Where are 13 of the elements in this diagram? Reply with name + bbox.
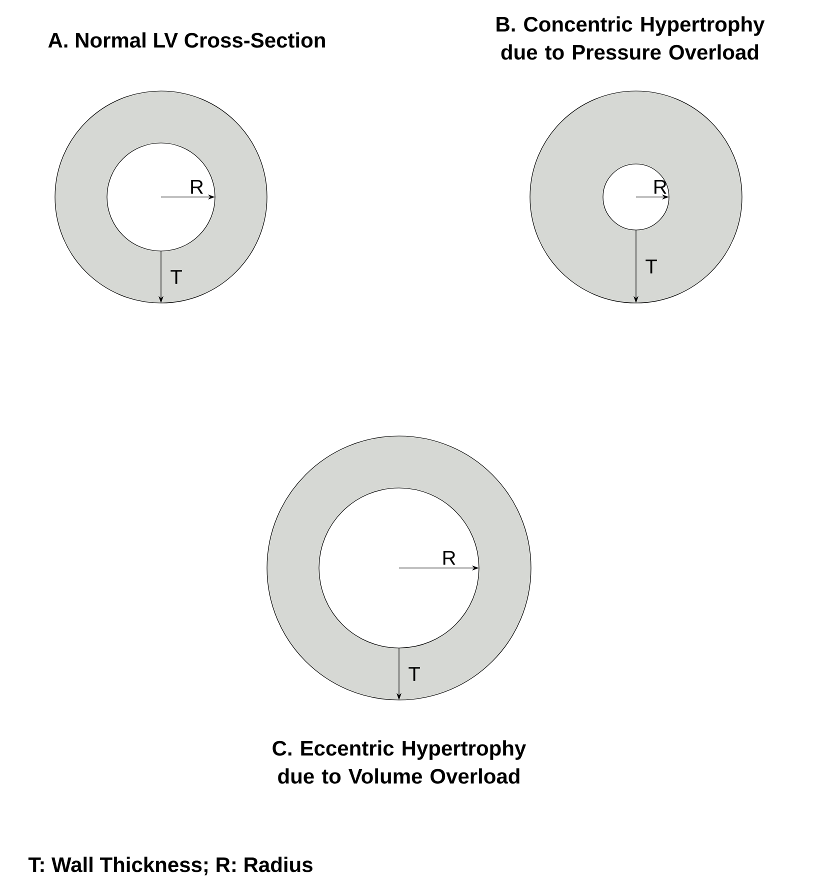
dimension-label: T [170,270,182,284]
ring-drawing [54,90,268,304]
ring-drawing [266,436,532,700]
panel-title: A. Normal LV Cross-Section [48,32,325,48]
panel-title: B. Concentric Hypertrophy due to Pressure Overload [496,16,765,60]
ring-drawing [530,90,742,304]
dimension-label: R [191,180,203,194]
dimension-label: R [654,180,666,194]
dimension-label: R [443,551,456,565]
dimension-label: T [408,667,420,681]
legend-note: T: Wall Thickness; R: Radius [28,856,312,876]
dimension-label: T [646,260,657,274]
panel-title: C. Eccentric Hypertrophy due to Volume Overload [272,740,526,784]
